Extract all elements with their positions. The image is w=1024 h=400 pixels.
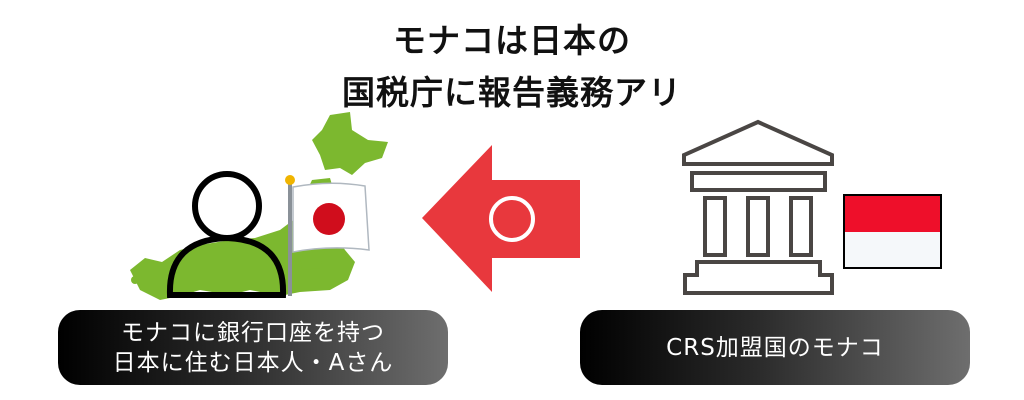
title-line-1: モナコは日本の bbox=[393, 21, 631, 60]
left-label-line-1: モナコに銀行口座を持つ bbox=[121, 319, 385, 346]
japan-flag-icon bbox=[285, 175, 370, 296]
arrow-left-icon bbox=[422, 145, 580, 292]
left-label-line-2: 日本に住む日本人・Aさん bbox=[112, 349, 394, 376]
person-icon bbox=[166, 171, 287, 298]
monaco-flag-icon bbox=[843, 194, 942, 269]
right-label: CRS加盟国のモナコ bbox=[580, 310, 970, 385]
title-line-2: 国税庁に報告義務アリ bbox=[342, 73, 682, 112]
right-label-text: CRS加盟国のモナコ bbox=[666, 334, 884, 361]
left-label: モナコに銀行口座を持つ 日本に住む日本人・Aさん bbox=[58, 310, 448, 385]
bank-icon bbox=[682, 119, 834, 295]
